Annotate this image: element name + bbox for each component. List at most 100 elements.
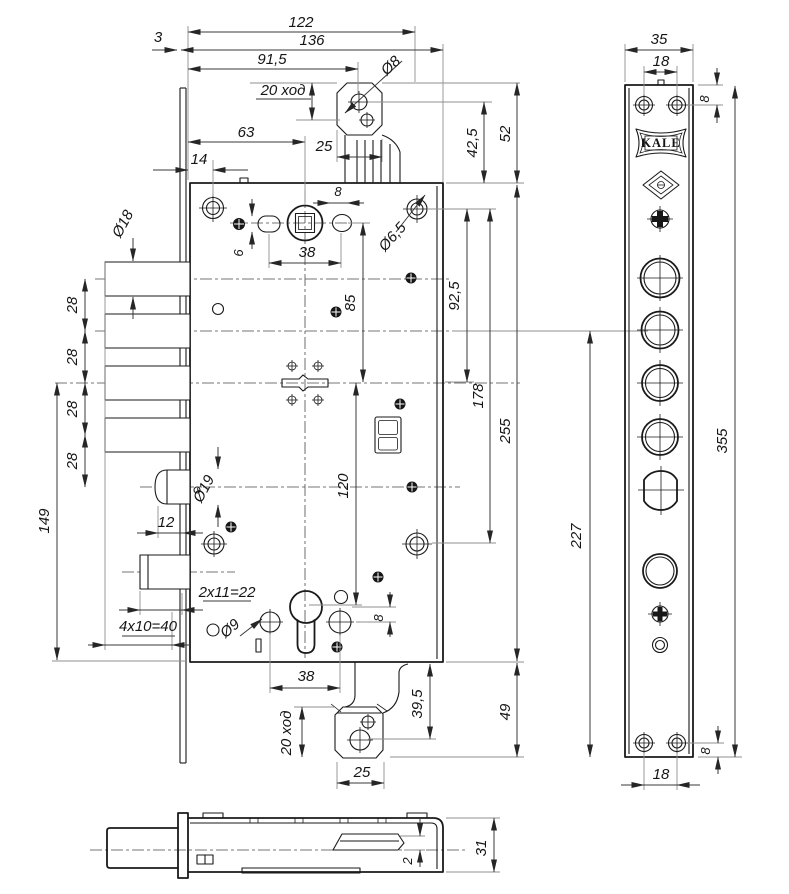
dim-85: 85 [342, 294, 359, 311]
dim-3: 3 [154, 29, 163, 46]
bolt-hole-1 [637, 255, 683, 301]
rivet-dot [406, 481, 418, 493]
dim-178: 178 [470, 383, 487, 409]
dim-38-bot: 38 [298, 668, 315, 685]
dim-2x11: 2x11=22 [198, 584, 257, 601]
bottom-hook [330, 662, 409, 759]
hole-dia6-5 [403, 195, 431, 223]
double-square-hole [374, 416, 402, 454]
bolt-hole-4 [637, 414, 683, 460]
small-hole [206, 623, 220, 637]
screw-hole [199, 194, 227, 222]
dim-28-2: 28 [64, 348, 81, 366]
dim-18-top: 18 [653, 53, 670, 70]
dim-dia19: Ø19 [189, 472, 218, 506]
dim-63: 63 [238, 124, 255, 141]
slot-hole [257, 215, 281, 233]
rivet-dot [330, 306, 342, 318]
bottom-faceplate [177, 812, 189, 879]
hub-screws [286, 360, 324, 406]
spindle-hub [281, 360, 329, 406]
dim-227: 227 [568, 523, 585, 550]
side-dimensions: 35 18 8 355 227 18 8 [568, 31, 742, 790]
dim-39-5: 39,5 [409, 689, 426, 719]
bottom-case [187, 812, 444, 874]
dim-12: 12 [158, 514, 175, 531]
screw-hole [402, 529, 432, 559]
dim-28-3: 28 [64, 400, 81, 418]
hook-small-hole [359, 112, 375, 128]
rivet-dot [331, 641, 343, 653]
hook-screw-hole [347, 727, 373, 753]
dim-28-1: 28 [64, 296, 81, 314]
rivet-dot [405, 272, 417, 284]
screw-hole [633, 732, 655, 754]
latch-blade [332, 833, 405, 851]
dim-25-bot: 25 [353, 764, 371, 781]
dim-136: 136 [299, 32, 325, 49]
side-holes: KALE [633, 94, 688, 754]
dim-31: 31 [473, 840, 490, 857]
rivet-dot [372, 571, 384, 583]
square-follower [286, 204, 324, 242]
deadbolt-pins [104, 261, 201, 590]
dim-42-5: 42,5 [464, 128, 481, 158]
hole-dia8 [348, 91, 370, 113]
phillips-screw [647, 206, 673, 232]
dim-92-5: 92,5 [446, 281, 463, 311]
dim-4x10: 4x10=40 [119, 618, 178, 635]
bolt-hole-2 [637, 307, 683, 353]
screw-hole [633, 94, 655, 116]
slot [255, 638, 262, 653]
dim-dia18: Ø18 [108, 207, 137, 241]
dim-91-5: 91,5 [257, 51, 287, 68]
top-hole-row [199, 194, 431, 242]
bottom-view: 2 31 [90, 812, 500, 879]
side-view: KALE [568, 31, 742, 790]
dim-49: 49 [497, 703, 514, 720]
cylinder-opening [642, 553, 678, 589]
dim-2: 2 [400, 857, 415, 866]
dim-dia9: Ø9 [216, 615, 244, 642]
fixing-hole [326, 608, 354, 636]
phillips-screw [648, 602, 672, 626]
screw-hole [666, 732, 688, 754]
kale-logo: KALE [635, 128, 687, 158]
bolt-hole-3 [637, 360, 683, 406]
dim-dia6-5: Ø6,5 [375, 219, 411, 256]
dim-255: 255 [497, 418, 514, 445]
kale-logo-text: KALE [641, 136, 680, 150]
dim-35: 35 [651, 31, 668, 48]
bottom-bolt [106, 827, 179, 869]
dim-8-side-top: 8 [697, 95, 712, 103]
dim-18-bot: 18 [653, 766, 670, 783]
rivet-dot [225, 521, 237, 533]
small-ring-hole [651, 636, 669, 654]
euro-cylinder-hole [289, 590, 323, 654]
dim-120: 120 [335, 473, 352, 499]
latch-pin-hole [193, 486, 201, 494]
dim-38-top: 38 [299, 244, 316, 261]
dim-8-side-bot: 8 [698, 747, 713, 755]
dim-stroke-top: 20 ход [260, 82, 306, 99]
screw-hole [666, 94, 688, 116]
front-view: 122 136 3 91,5 63 20 ход Ø8 25 [36, 14, 648, 789]
dim-122: 122 [288, 14, 314, 31]
dim-6: 6 [231, 249, 246, 257]
front-dimensions: 122 136 3 91,5 63 20 ход Ø8 25 [36, 14, 524, 789]
dim-14: 14 [191, 151, 208, 168]
dim-8-cyl: 8 [371, 614, 386, 622]
dim-25-top: 25 [315, 138, 333, 155]
hole-dia9 [257, 609, 283, 635]
bottom-dimensions: 2 31 [400, 817, 500, 873]
dim-dia8: Ø8 [377, 52, 404, 79]
maker-diamond-logo [642, 170, 680, 200]
dim-355: 355 [714, 428, 731, 454]
rivet-dot [233, 218, 245, 230]
dim-stroke-bot: 20 ход [278, 711, 295, 757]
dim-8-follower: 8 [334, 184, 342, 199]
small-hole [333, 589, 349, 605]
top-hook [336, 82, 401, 183]
